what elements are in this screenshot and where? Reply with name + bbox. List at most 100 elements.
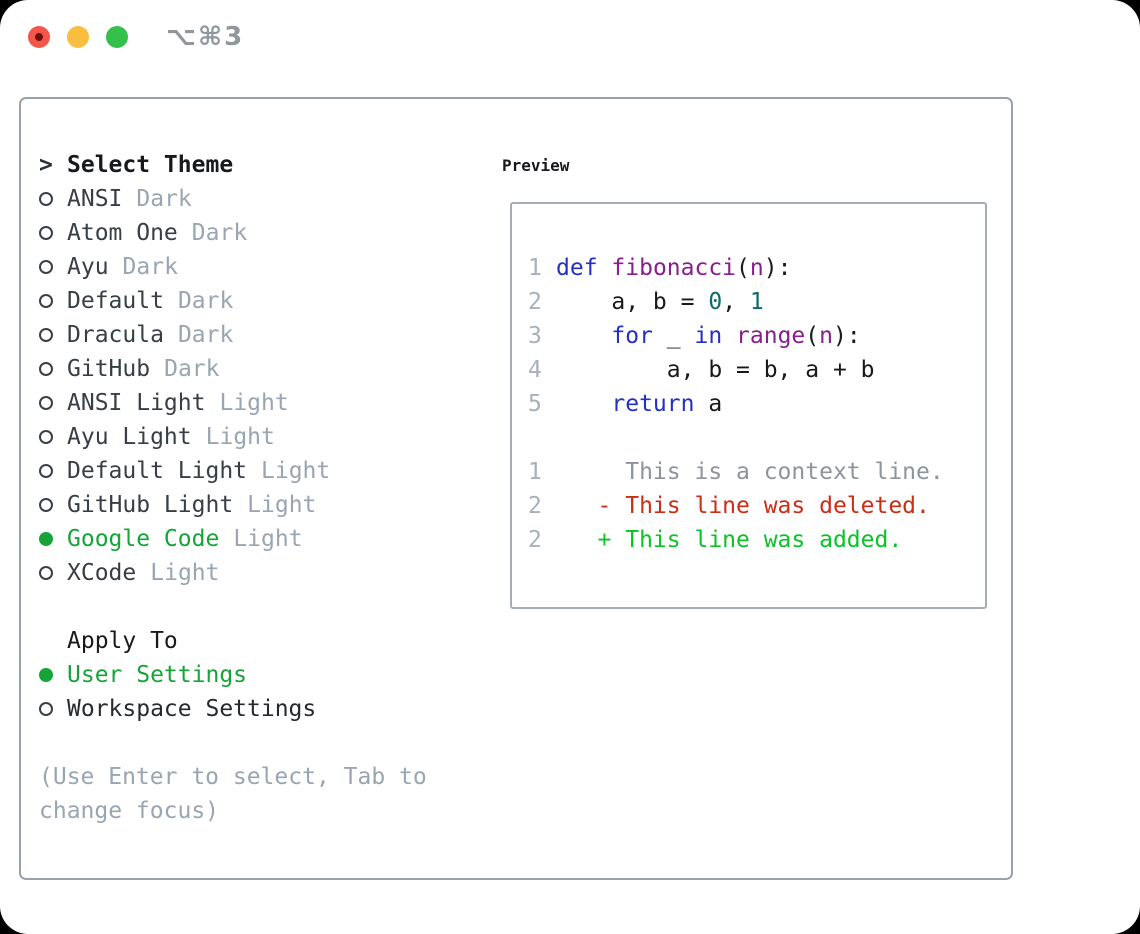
- preview-title: Preview: [502, 155, 570, 175]
- code-token: a, b =: [556, 289, 709, 315]
- radio-icon: [39, 464, 53, 478]
- radio-icon: [39, 260, 53, 274]
- theme-variant: Dark: [164, 356, 220, 382]
- radio-icon: [39, 532, 53, 546]
- apply-option-workspace-settings[interactable]: Workspace Settings: [39, 692, 427, 726]
- theme-name: ANSI: [67, 186, 123, 212]
- preview-line: 4 a, b = b, a + b: [528, 353, 985, 387]
- theme-variant: Light: [261, 458, 331, 484]
- preview-line: 5 return a: [528, 387, 985, 421]
- theme-option-dracula[interactable]: Dracula Dark: [39, 318, 427, 352]
- theme-option-ansi-light[interactable]: ANSI Light Light: [39, 386, 427, 420]
- line-content: a, b = b, a + b: [556, 357, 875, 383]
- window-title: ⌥⌘3: [166, 22, 245, 52]
- line-number: 2: [528, 289, 542, 315]
- code-token: (: [805, 323, 820, 349]
- theme-name: XCode: [67, 560, 137, 586]
- radio-icon: [39, 362, 53, 376]
- preview-line: 2 a, b = 0, 1: [528, 285, 985, 319]
- theme-name: Ayu: [67, 254, 109, 280]
- code-token: in: [694, 323, 723, 349]
- theme-name: Atom One: [67, 220, 178, 246]
- code-token: [556, 493, 598, 519]
- theme-name: GitHub Light: [67, 492, 234, 518]
- theme-variant: Dark: [136, 186, 192, 212]
- theme-name: Ayu Light: [67, 424, 192, 450]
- titlebar: ⌥⌘3: [0, 0, 1140, 97]
- theme-variant: Light: [150, 560, 220, 586]
- theme-name: Default Light: [67, 458, 248, 484]
- code-token: n: [819, 323, 834, 349]
- radio-icon: [39, 498, 53, 512]
- line-content: This is a context line.: [556, 459, 944, 485]
- prompt-icon: >: [39, 152, 53, 178]
- line-content: for _ in range(n):: [556, 323, 861, 349]
- code-token: _: [652, 323, 695, 349]
- code-token: a, b = b, a + b: [556, 357, 875, 383]
- zoom-button[interactable]: [106, 26, 128, 48]
- code-token: This is a context line.: [556, 459, 944, 485]
- theme-name: Dracula: [67, 322, 164, 348]
- code-token: n: [749, 255, 764, 281]
- theme-name: ANSI Light: [67, 390, 206, 416]
- radio-icon: [39, 396, 53, 410]
- line-content: return a: [556, 391, 722, 417]
- code-token: ,: [722, 289, 750, 315]
- code-token: def: [556, 255, 598, 281]
- theme-variant: Dark: [177, 322, 234, 348]
- help-line-2: change focus): [39, 798, 220, 824]
- close-button[interactable]: [28, 26, 50, 48]
- code-token: [556, 391, 611, 417]
- code-token: ):: [763, 255, 792, 281]
- code-token: fibonacci: [611, 255, 737, 281]
- theme-option-ayu-light[interactable]: Ayu Light Light: [39, 420, 427, 454]
- radio-icon: [39, 702, 53, 716]
- theme-variant: Dark: [191, 220, 248, 246]
- preview-line: [528, 421, 985, 455]
- line-number: 2: [528, 527, 542, 553]
- theme-option-default-light[interactable]: Default Light Light: [39, 454, 427, 488]
- preview-header: Preview: [502, 148, 569, 182]
- theme-variant: Light: [205, 424, 275, 450]
- code-token: [722, 323, 736, 349]
- code-token: return: [611, 391, 695, 417]
- code-token: 1: [749, 289, 764, 315]
- apply-option-user-settings[interactable]: User Settings: [39, 658, 427, 692]
- theme-option-ayu[interactable]: Ayu Dark: [39, 250, 427, 284]
- close-dot-icon: [35, 33, 43, 41]
- theme-option-atom-one[interactable]: Atom One Dark: [39, 216, 427, 250]
- theme-variant: Dark: [177, 288, 234, 314]
- code-token: [556, 527, 598, 553]
- line-number: 2: [528, 493, 542, 519]
- line-number: 1: [528, 255, 542, 281]
- radio-icon: [39, 566, 53, 580]
- theme-variant: Light: [233, 526, 303, 552]
- code-token: (: [736, 255, 750, 281]
- code-token: 0: [708, 289, 723, 315]
- theme-variant: Light: [219, 390, 289, 416]
- radio-icon: [39, 192, 53, 206]
- radio-icon: [39, 668, 53, 682]
- apply-to-label: Apply To: [67, 628, 178, 654]
- code-token: - This line was deleted.: [597, 493, 930, 519]
- theme-option-xcode[interactable]: XCode Light: [39, 556, 427, 590]
- theme-option-ansi[interactable]: ANSI Dark: [39, 182, 427, 216]
- code-token: range: [736, 323, 806, 349]
- code-token: a: [694, 391, 723, 417]
- preview-line: 2 + This line was added.: [528, 523, 985, 557]
- minimize-button[interactable]: [67, 26, 89, 48]
- theme-variant: Dark: [122, 254, 178, 280]
- apply-option-label: User Settings: [67, 662, 248, 688]
- code-token: [598, 255, 612, 281]
- code-token: [556, 323, 611, 349]
- code-token: ):: [833, 323, 861, 349]
